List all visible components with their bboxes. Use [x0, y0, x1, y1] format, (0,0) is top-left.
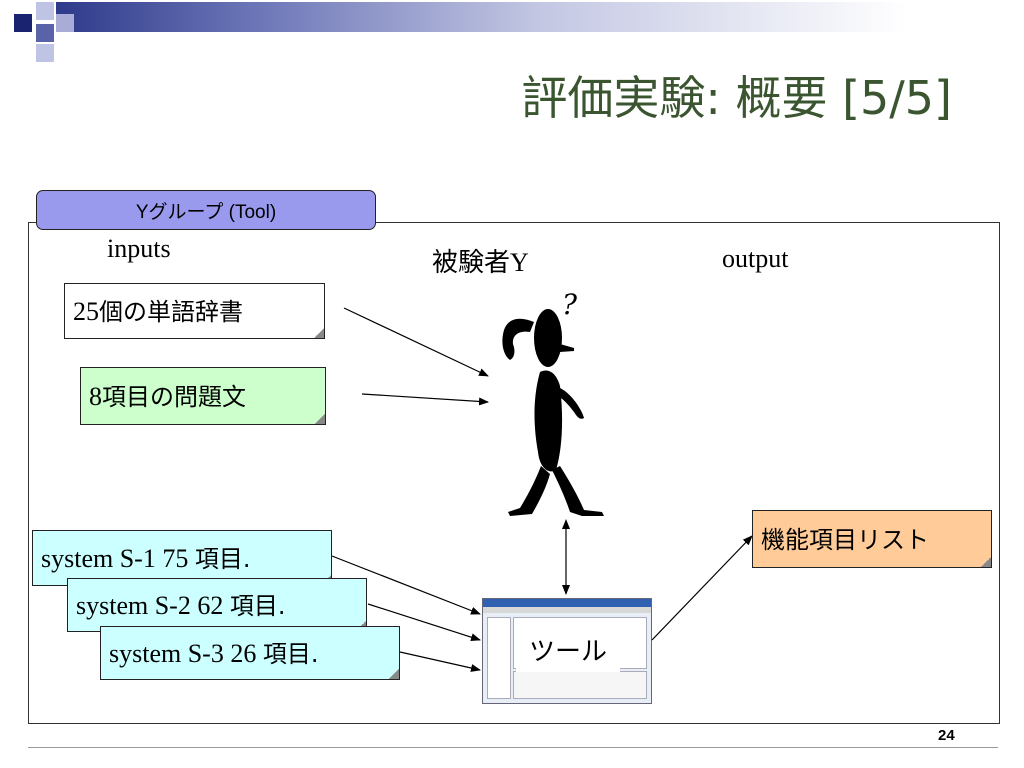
system-box: system S-1 75 項目.	[32, 530, 332, 586]
system-label: system S-3 26	[109, 639, 263, 668]
arrow-system-2	[367, 603, 481, 642]
decor-square	[36, 24, 54, 42]
decor-square	[14, 14, 32, 32]
page-fold	[389, 669, 399, 679]
footer-line	[28, 747, 998, 748]
decor-square	[56, 14, 74, 32]
page-number: 24	[938, 727, 955, 744]
system-label: system S-1 75	[41, 544, 195, 573]
system-unit: 項目.	[229, 592, 286, 620]
page-fold	[981, 557, 991, 567]
slide-title: 評価実験: 概要 [5/5]	[521, 71, 952, 125]
system-box: system S-2 62 項目.	[67, 578, 367, 632]
arrow-system-3	[399, 651, 481, 672]
questions-box: 8項目の問題文	[80, 367, 326, 425]
system-box: system S-3 26 項目.	[100, 626, 400, 680]
question-mark: ?	[562, 288, 578, 321]
questions-text: 項目の問題文	[102, 383, 246, 411]
output-label: output	[722, 244, 789, 273]
arrow-dictionary	[343, 307, 489, 377]
page-fold	[315, 414, 325, 424]
thinking-person-figure	[502, 309, 604, 516]
dictionary-text: 個の単語辞書	[99, 298, 243, 326]
window-pane	[487, 617, 511, 699]
system-unit: 項目.	[262, 640, 319, 668]
arrow-system-1	[331, 555, 481, 615]
arrow-questions	[361, 393, 489, 406]
decor-square	[36, 2, 54, 20]
dictionary-box: 25個の単語辞書	[64, 283, 325, 339]
output-box-text: 機能項目リスト	[761, 526, 929, 554]
arrow-output	[651, 535, 753, 641]
output-box: 機能項目リスト	[752, 510, 992, 568]
header-gradient-bar	[56, 2, 1024, 32]
decor-square	[36, 44, 54, 62]
system-label: system S-2 62	[76, 591, 230, 620]
tool-label: ツール	[516, 632, 620, 672]
page-fold	[314, 328, 324, 338]
inputs-label: inputs	[107, 234, 171, 263]
window-titlebar	[483, 599, 651, 607]
system-unit: 項目.	[194, 545, 251, 573]
window-menubar	[483, 607, 651, 613]
dictionary-count: 25	[73, 297, 99, 326]
window-pane	[513, 671, 647, 699]
diagram-frame	[28, 222, 1000, 724]
questions-count: 8	[89, 382, 102, 411]
subject-label: 被験者Y	[432, 248, 529, 277]
group-tab: Yグループ (Tool)	[36, 190, 376, 230]
